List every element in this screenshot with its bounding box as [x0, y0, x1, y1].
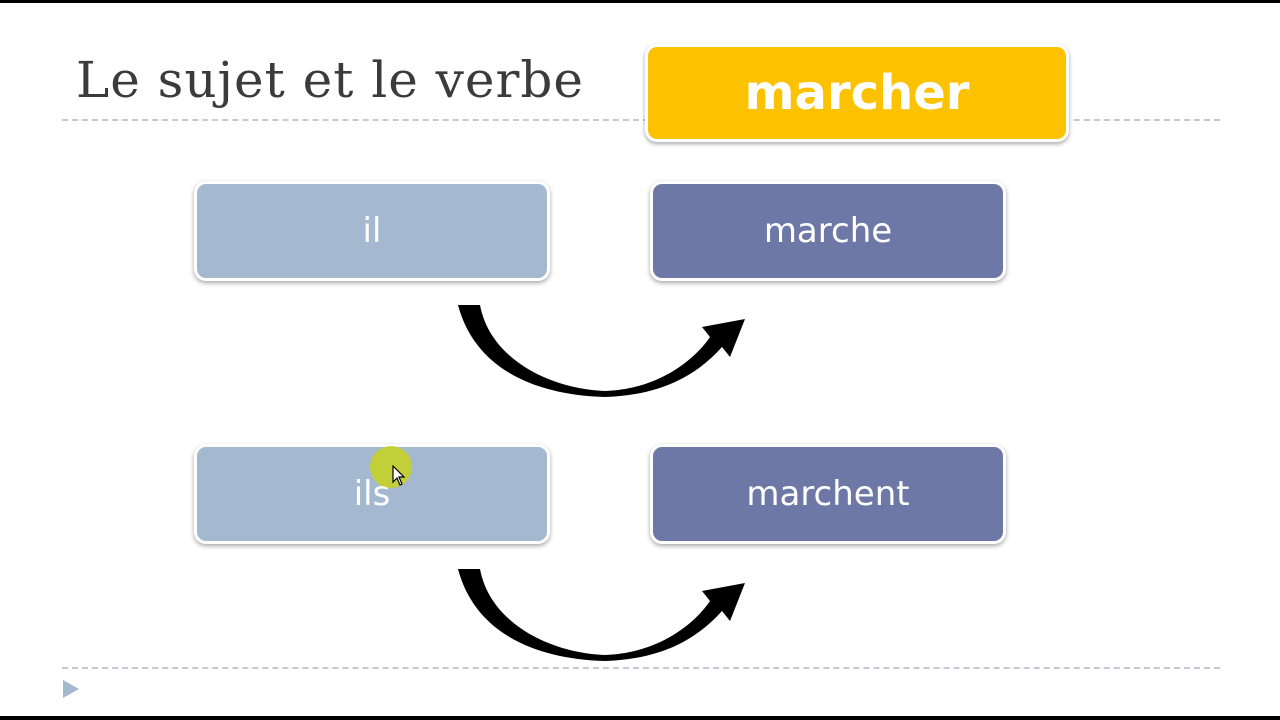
- infinitive-box: marcher: [645, 44, 1069, 142]
- bottom-divider: [62, 667, 1220, 669]
- conjugation-box-marchent: marchent: [650, 444, 1006, 544]
- slide-title: Le sujet et le verbe: [76, 51, 585, 109]
- mouse-cursor-icon: [392, 465, 406, 486]
- conjugation-box-marche: marche: [650, 181, 1006, 281]
- slide: Le sujet et le verbe marcher il marche i…: [0, 3, 1280, 716]
- conjugation-label: marchent: [746, 474, 910, 514]
- cursor-highlight: [370, 446, 412, 488]
- play-triangle-icon[interactable]: [62, 679, 80, 699]
- curved-arrow-icon: [458, 569, 745, 661]
- subject-box-ils: ils: [194, 444, 550, 544]
- subject-label: il: [362, 211, 382, 251]
- top-divider: [62, 119, 1220, 121]
- curved-arrow-icon: [458, 305, 745, 397]
- subject-box-il: il: [194, 181, 550, 281]
- conjugation-label: marche: [763, 211, 893, 251]
